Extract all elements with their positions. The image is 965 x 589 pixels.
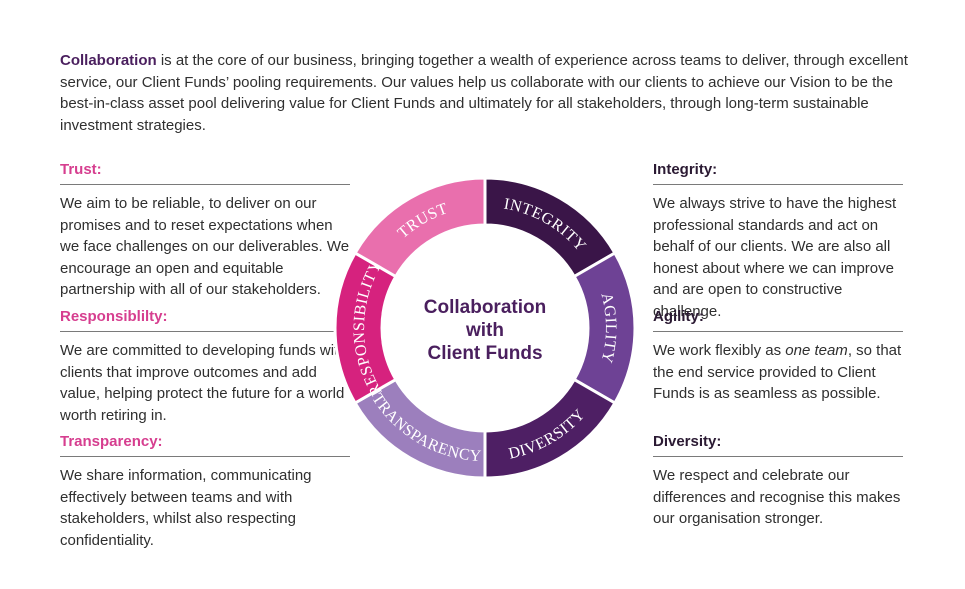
value-transparency-title: Transparency:	[60, 433, 350, 457]
value-diversity-title: Diversity:	[653, 433, 903, 457]
value-agility-desc-before: We work flexibly as	[653, 342, 786, 359]
wheel-center	[393, 236, 577, 420]
wheel-center-line-1: Collaboration	[424, 297, 546, 318]
wheel-center-line-2: with	[465, 320, 504, 341]
value-responsibility-desc: We are committed to developing funds wit…	[60, 342, 347, 424]
value-trust: Trust: We aim to be reliable, to deliver…	[60, 161, 350, 301]
value-agility-desc-after: , so that the end service provided to Cl…	[653, 342, 902, 402]
wheel-center-line-3: Client Funds	[427, 343, 542, 364]
intro-paragraph: Collaboration is at the core of our busi…	[60, 50, 910, 136]
wheel-segment-trust	[353, 176, 487, 279]
value-agility: Agility: We work flexibly as one team, s…	[653, 308, 903, 405]
intro-text: is at the core of our business, bringing…	[60, 52, 908, 134]
value-trust-title: Trust:	[60, 161, 350, 185]
value-integrity-title: Integrity:	[653, 161, 903, 185]
value-responsibility: Responsiblilty: We are committed to deve…	[60, 308, 350, 426]
value-integrity-desc: We always strive to have the highest pro…	[653, 195, 897, 320]
value-agility-desc-emphasis: one team	[785, 342, 848, 359]
value-agility-title: Agility:	[653, 308, 903, 332]
value-agility-desc: We work flexibly as one team, so that th…	[653, 340, 903, 405]
values-wheel: INTEGRITYAGILITYDIVERSITYTRANSPARENCYRES…	[333, 176, 637, 480]
value-transparency-desc: We share information, communicating effe…	[60, 467, 312, 549]
value-trust-desc: We aim to be reliable, to deliver on our…	[60, 195, 350, 298]
value-responsibility-title: Responsiblilty:	[60, 308, 350, 332]
value-diversity-desc: We respect and celebrate our differences…	[653, 467, 901, 527]
value-diversity: Diversity: We respect and celebrate our …	[653, 433, 903, 530]
intro-lead: Collaboration	[60, 52, 157, 69]
value-integrity: Integrity: We always strive to have the …	[653, 161, 903, 322]
wheel-label-agility: AGILITY	[597, 291, 619, 365]
value-transparency: Transparency: We share information, comm…	[60, 433, 350, 551]
